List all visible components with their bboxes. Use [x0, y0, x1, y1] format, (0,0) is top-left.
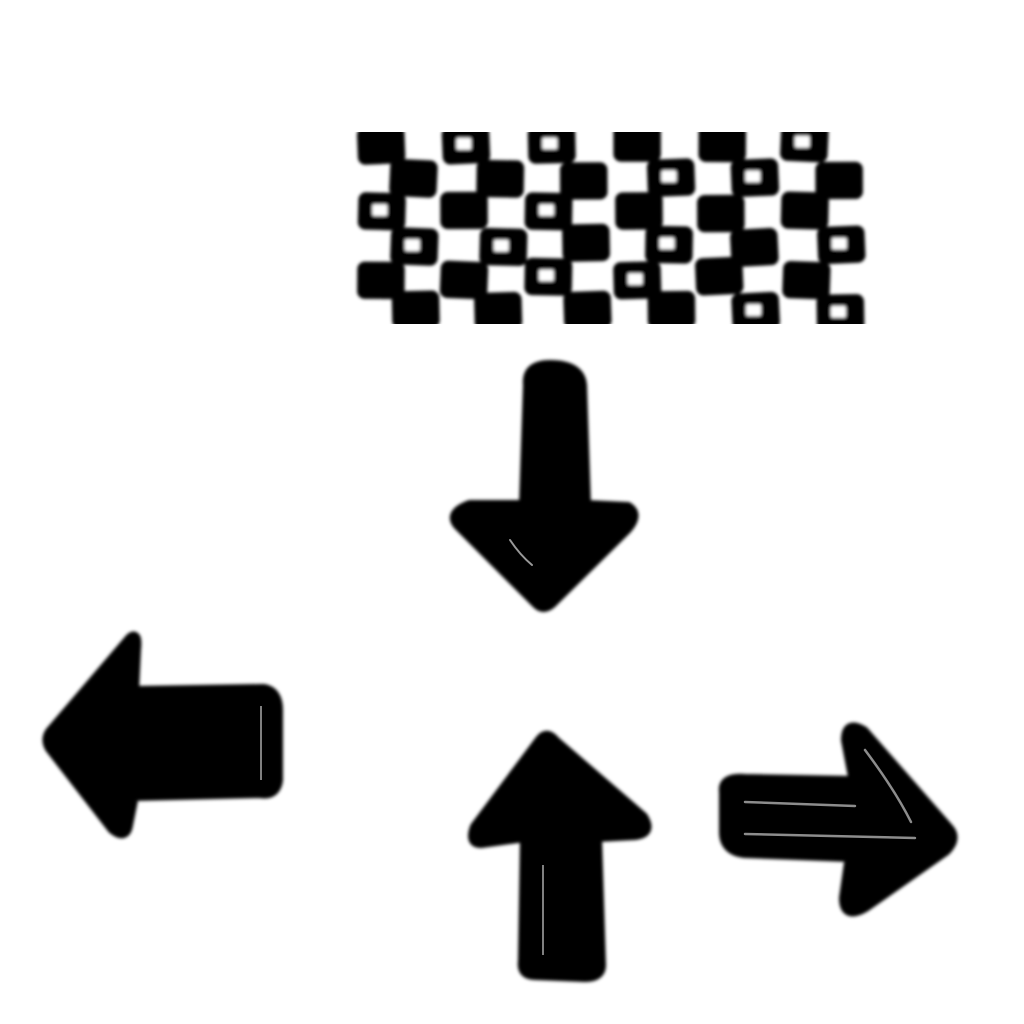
flag-cell: [357, 261, 405, 300]
checkered-flag-icon: [345, 128, 875, 328]
flag-cell-highlight: [456, 138, 472, 150]
flag-cell-highlight: [372, 204, 388, 216]
flag-cell-highlight: [404, 239, 420, 251]
flag-cell: [389, 158, 438, 198]
flag-cell: [559, 162, 608, 200]
arrow-right-icon[interactable]: [705, 710, 970, 925]
flag-cell: [698, 132, 747, 163]
flag-cell-highlight: [746, 304, 761, 316]
flag-cell: [615, 192, 663, 230]
flag-cell: [697, 194, 745, 233]
flag-cell-highlight: [627, 273, 643, 285]
flag-cell: [782, 260, 831, 300]
arrow-left-icon[interactable]: [35, 620, 295, 845]
flag-cell: [730, 227, 779, 267]
flag-cell: [695, 256, 744, 296]
flag-cell: [476, 159, 525, 198]
flag-cell-highlight: [794, 135, 810, 148]
flag-cell: [780, 191, 829, 230]
flag-cell: [562, 223, 611, 262]
flag-cell: [440, 191, 488, 230]
arrow-up-icon[interactable]: [455, 725, 665, 990]
flag-cell: [356, 132, 406, 165]
flag-cell-highlight: [831, 305, 846, 318]
flag-cell-highlight: [493, 239, 509, 252]
flag-cell: [647, 290, 696, 324]
flag-cell-highlight: [831, 237, 847, 250]
flag-cell-highlight: [659, 237, 675, 250]
flag-cell: [815, 161, 863, 200]
flag-cell: [613, 132, 661, 162]
flag-cell: [391, 290, 440, 324]
arrow-down-icon[interactable]: [440, 355, 650, 620]
flag-cell-highlight: [661, 170, 677, 183]
flag-cell: [439, 260, 489, 300]
flag-cell-highlight: [745, 170, 761, 183]
flag-cell-highlight: [538, 269, 554, 282]
flag-cell-highlight: [539, 204, 554, 216]
flag-cell-highlight: [542, 137, 558, 150]
flag-cell: [474, 291, 523, 324]
flag-cell: [563, 290, 612, 324]
